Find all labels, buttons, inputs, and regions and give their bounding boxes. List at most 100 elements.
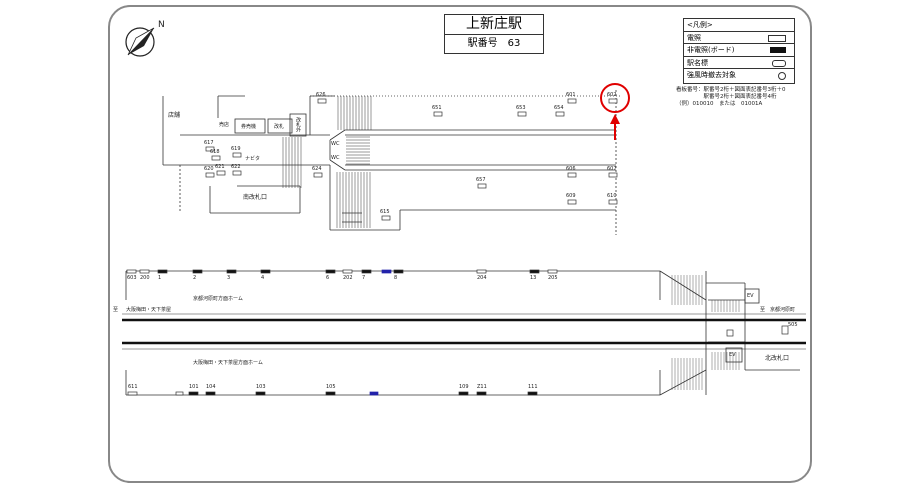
wc-label-2: WC: [331, 155, 340, 161]
board-620: [205, 172, 215, 178]
platform-board-3: [226, 269, 237, 274]
board-601: [567, 98, 577, 104]
board-label-624: 624: [312, 166, 322, 172]
platform-board-label-103: 103: [256, 384, 266, 390]
board-609: [567, 199, 577, 205]
board-label-606: 606: [566, 166, 576, 172]
platform-board-104: [205, 391, 216, 396]
platform-board-label-8: 8: [394, 275, 398, 281]
platform-board-4: [260, 269, 271, 274]
platform-board-Z11: [476, 391, 487, 396]
drawing-frame: [108, 5, 812, 483]
board-618: [211, 155, 221, 161]
board-607: [608, 172, 618, 178]
platform-board-603: [126, 269, 137, 274]
platform-board-611: [127, 391, 138, 396]
platform-board-105: [325, 391, 336, 396]
platform-board-label-111: 111: [528, 384, 538, 390]
platform-board-label-4: 4: [261, 275, 265, 281]
rounded-rect-icon: [772, 59, 786, 67]
board-label-651: 651: [432, 105, 442, 111]
right-to-label: 至: [760, 307, 766, 313]
navita-label: ナビタ: [245, 156, 261, 162]
gate-label: 改札: [274, 124, 285, 130]
compass-icon: N: [125, 20, 165, 57]
platform-board-label-202: 202: [343, 275, 353, 281]
platform-board-label-101: 101: [189, 384, 199, 390]
platform-board-label-7: 7: [362, 275, 366, 281]
legend-item-nameplate: 駅名標: [684, 57, 794, 70]
board-610: [608, 199, 618, 205]
platform-board-label-104: 104: [206, 384, 216, 390]
board-label-620: 620: [204, 166, 214, 172]
platform-board-7: [361, 269, 372, 274]
black-rect-icon: [770, 47, 786, 54]
south-exit-label: 南改札口: [243, 194, 268, 201]
platform-board-label-204: 204: [477, 275, 487, 281]
legend-title: <凡例>: [684, 19, 794, 32]
station-number: 駅番号 63: [467, 38, 521, 49]
white-rect-icon: [768, 34, 786, 42]
board-label-602: 602: [607, 92, 617, 98]
nameplate-bottom: [175, 391, 184, 396]
left-to-label: 至: [113, 307, 119, 313]
platform-board-202: [342, 269, 353, 274]
board-label-657: 657: [476, 177, 486, 183]
board-505: [781, 325, 789, 335]
platform-board-6: [325, 269, 336, 274]
right-dest-label: 京都河原町: [770, 307, 796, 313]
platform-board-label-603: 603: [127, 275, 137, 281]
board-label-601: 601: [566, 92, 576, 98]
ticket-machine-label: 券売機: [241, 124, 257, 130]
wind-marker: [726, 329, 734, 337]
target-marker: [600, 83, 630, 140]
station-name: 上新庄駅: [445, 15, 543, 35]
shop-label: 店舗: [168, 112, 181, 119]
platform-board-205: [547, 269, 558, 274]
board-657: [477, 183, 487, 189]
board-label-621: 621: [215, 164, 225, 170]
board-654: [555, 111, 565, 117]
platform-board-109: [458, 391, 469, 396]
board-label-617: 617: [204, 140, 214, 146]
double-circle-icon: [778, 72, 786, 81]
board-label-653: 653: [516, 105, 526, 111]
platform-board-label-611: 611: [128, 384, 138, 390]
kiosk-label: 売店: [219, 122, 230, 128]
wc-label-1: WC: [331, 141, 340, 147]
legend-item-lit: 電照: [684, 32, 794, 45]
platform-board-2: [192, 269, 203, 274]
station-title-box: 上新庄駅 駅番号 63: [444, 14, 544, 54]
board-617: [205, 146, 215, 152]
platform-board-103: [255, 391, 266, 396]
board-651: [433, 111, 443, 117]
board-label-618: 618: [210, 149, 220, 155]
board-626: [317, 98, 327, 104]
platform-board-1: [157, 269, 168, 274]
platform-board-200: [139, 269, 150, 274]
platform-board-label-200: 200: [140, 275, 150, 281]
blue-board-bottom: [369, 391, 379, 396]
board-label-615: 615: [380, 209, 390, 215]
platform-board-label-205: 205: [548, 275, 558, 281]
board-label-626: 626: [316, 92, 326, 98]
platform-board-label-1: 1: [158, 275, 162, 281]
platform-board-label-3: 3: [227, 275, 231, 281]
board-619: [232, 152, 242, 158]
ev-label-top: EV: [747, 293, 754, 299]
platform-board-8: [393, 269, 404, 274]
board-number-note: 看板番号：駅番号2桁＋図面表記番号3桁＋0 駅番号2桁＋図面表記番号4桁 （例）…: [676, 87, 786, 107]
legend-box: <凡例> 電照 非電照(ボード) 駅名標 強風時撤去対象: [683, 18, 795, 84]
north-exit-label: 北改札口: [765, 355, 790, 362]
rail-tracks: [122, 318, 806, 345]
board-label-622: 622: [231, 164, 241, 170]
platform-board-label-Z11: Z11: [477, 384, 487, 390]
board-label-654: 654: [554, 105, 564, 111]
board-label-607: 607: [607, 166, 617, 172]
platform-board-13: [529, 269, 540, 274]
top-platform-name: 京都河原町方面ホーム: [193, 296, 243, 302]
board-label-609: 609: [566, 193, 576, 199]
left-dest-label: 大阪梅田・天下茶屋: [126, 307, 172, 313]
board-621: [216, 170, 226, 176]
